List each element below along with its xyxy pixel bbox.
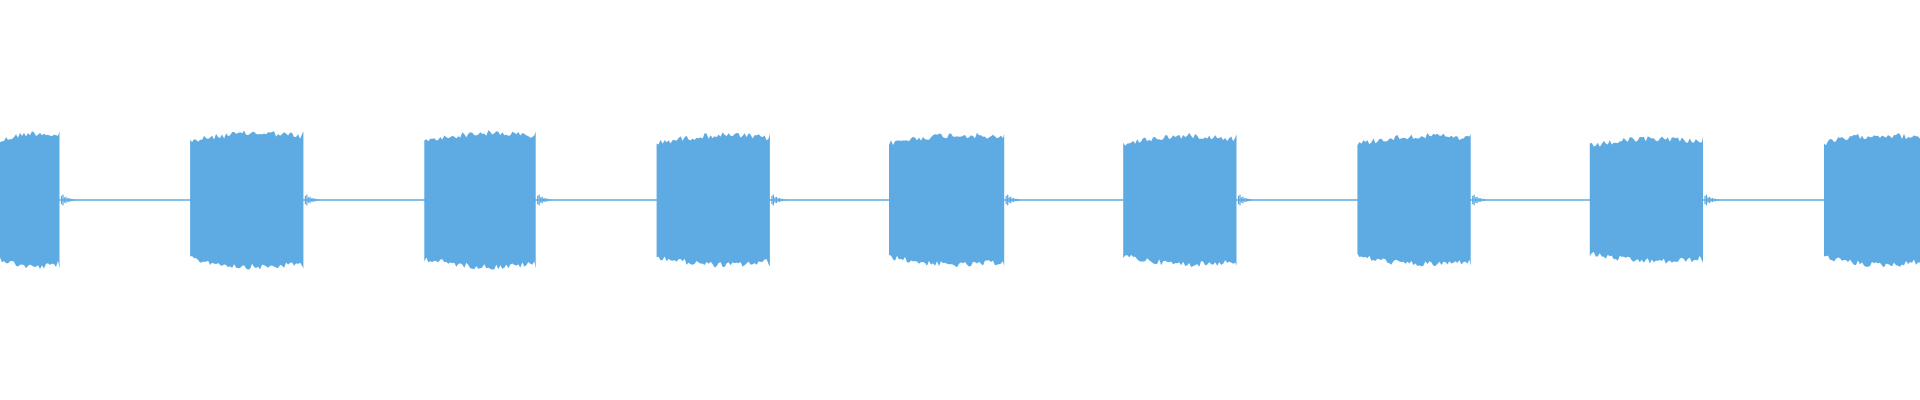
waveform-tail-7 xyxy=(1472,194,1496,206)
waveform-tail-4 xyxy=(771,194,795,206)
waveform-burst-5 xyxy=(889,132,1005,268)
waveform-burst-3 xyxy=(424,130,536,270)
waveform-tail-5 xyxy=(1005,194,1030,206)
waveform-burst-2 xyxy=(190,130,304,270)
waveform-burst-8 xyxy=(1589,136,1703,264)
waveform-tail-8 xyxy=(1704,194,1729,206)
waveform-tail-3 xyxy=(537,194,561,206)
waveform-tail-2 xyxy=(304,194,329,206)
waveform-tail-1 xyxy=(60,194,85,206)
waveform-tails xyxy=(60,194,1729,206)
waveform-burst-9 xyxy=(1824,133,1920,268)
waveform-burst-4 xyxy=(656,132,770,268)
waveform-bursts xyxy=(0,130,1920,270)
waveform-burst-1 xyxy=(0,131,60,269)
waveform-burst-6 xyxy=(1123,132,1237,268)
waveform-tail-6 xyxy=(1237,194,1262,206)
waveform-burst-7 xyxy=(1357,132,1471,267)
